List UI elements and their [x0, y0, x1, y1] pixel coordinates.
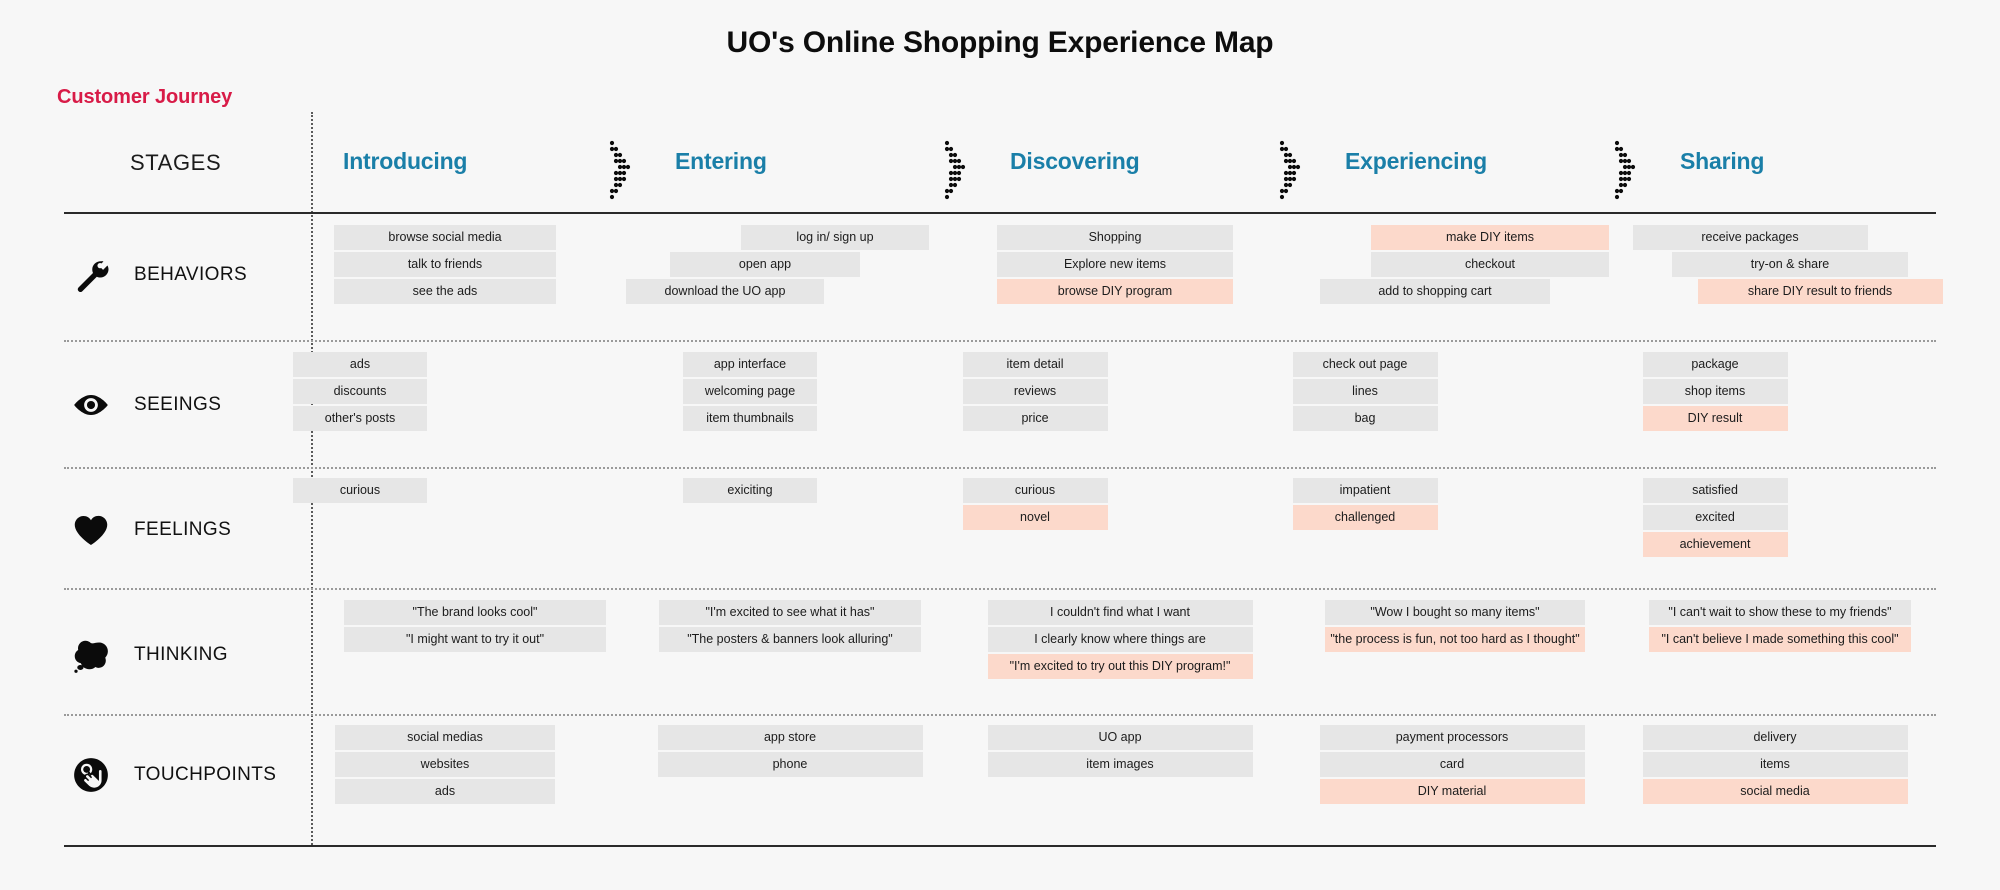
stage-header-introducing[interactable]: Introducing	[343, 148, 468, 174]
journey-card[interactable]: receive packages	[1632, 225, 1868, 250]
journey-card[interactable]: challenged	[1292, 505, 1438, 530]
journey-card[interactable]: browse DIY program	[997, 279, 1233, 304]
stage-header-sharing[interactable]: Sharing	[1680, 148, 1765, 174]
journey-card[interactable]: discounts	[293, 379, 427, 404]
journey-card[interactable]: "the process is fun, not too hard as I t…	[1325, 627, 1585, 652]
journey-card[interactable]: Explore new items	[997, 252, 1233, 277]
journey-card[interactable]: reviews	[962, 379, 1108, 404]
journey-card[interactable]: I couldn't find what I want	[987, 600, 1253, 625]
stage-header-entering[interactable]: Entering	[675, 148, 767, 174]
journey-card[interactable]: bag	[1292, 406, 1438, 431]
row-divider	[64, 588, 1936, 590]
journey-card[interactable]: excited	[1642, 505, 1788, 530]
journey-card[interactable]: items	[1642, 752, 1908, 777]
journey-card[interactable]: "I'm excited to try out this DIY program…	[987, 654, 1253, 679]
customer-journey-label: Customer Journey	[57, 86, 233, 108]
journey-card[interactable]: app interface	[683, 352, 817, 377]
row-label-text: FEELINGS	[134, 519, 232, 540]
row-divider	[64, 212, 1936, 214]
row-label-seeings: SEEINGS	[70, 382, 221, 428]
stage-arrow-icon	[607, 140, 633, 202]
journey-card[interactable]: "The posters & banners look alluring"	[659, 627, 921, 652]
journey-card[interactable]: UO app	[987, 725, 1253, 750]
journey-card[interactable]: social medias	[335, 725, 555, 750]
journey-card[interactable]: DIY material	[1319, 779, 1585, 804]
row-label-thinking: THINKING	[70, 632, 228, 678]
eye-icon	[70, 384, 112, 426]
row-label-touchpoints: TOUCHPOINTS	[70, 752, 276, 798]
row-divider	[64, 467, 1936, 469]
journey-card[interactable]: Shopping	[997, 225, 1233, 250]
journey-card[interactable]: shop items	[1642, 379, 1788, 404]
journey-card[interactable]: DIY result	[1642, 406, 1788, 431]
journey-card[interactable]: add to shopping cart	[1320, 279, 1550, 304]
journey-card[interactable]: lines	[1292, 379, 1438, 404]
journey-card[interactable]: make DIY items	[1371, 225, 1609, 250]
journey-card[interactable]: browse social media	[334, 225, 556, 250]
row-label-text: THINKING	[134, 644, 228, 665]
journey-card[interactable]: welcoming page	[683, 379, 817, 404]
stage-arrow-icon	[1277, 140, 1303, 202]
journey-card[interactable]: item images	[987, 752, 1253, 777]
journey-card[interactable]: price	[962, 406, 1108, 431]
row-divider	[64, 845, 1936, 847]
journey-card[interactable]: payment processors	[1319, 725, 1585, 750]
stage-header-experiencing[interactable]: Experiencing	[1345, 148, 1488, 174]
stages-label: STAGES	[130, 150, 222, 175]
row-label-feelings: FEELINGS	[70, 507, 231, 553]
row-divider	[64, 340, 1936, 342]
journey-card[interactable]: share DIY result to friends	[1697, 279, 1943, 304]
stage-arrow-icon	[1612, 140, 1638, 202]
journey-card[interactable]: exiciting	[683, 478, 817, 503]
journey-card[interactable]: delivery	[1642, 725, 1908, 750]
journey-card[interactable]: try-on & share	[1672, 252, 1908, 277]
journey-card[interactable]: talk to friends	[334, 252, 556, 277]
journey-card[interactable]: ads	[335, 779, 555, 804]
journey-card[interactable]: I clearly know where things are	[987, 627, 1253, 652]
row-label-text: BEHAVIORS	[134, 264, 248, 285]
stage-header-discovering[interactable]: Discovering	[1010, 148, 1140, 174]
journey-card[interactable]: impatient	[1292, 478, 1438, 503]
journey-card[interactable]: package	[1642, 352, 1788, 377]
journey-card[interactable]: satisfied	[1642, 478, 1788, 503]
journey-card[interactable]: card	[1319, 752, 1585, 777]
journey-card[interactable]: curious	[293, 478, 427, 503]
row-label-text: SEEINGS	[134, 394, 222, 415]
journey-card[interactable]: open app	[670, 252, 860, 277]
journey-card[interactable]: "I'm excited to see what it has"	[659, 600, 921, 625]
journey-card[interactable]: curious	[962, 478, 1108, 503]
journey-card[interactable]: "I might want to try it out"	[344, 627, 606, 652]
journey-card[interactable]: item thumbnails	[683, 406, 817, 431]
journey-card[interactable]: download the UO app	[626, 279, 824, 304]
journey-card[interactable]: item detail	[962, 352, 1108, 377]
stage-arrow-icon	[942, 140, 968, 202]
page-title: UO's Online Shopping Experience Map	[726, 26, 1274, 59]
journey-card[interactable]: "I can't believe I made something this c…	[1649, 627, 1911, 652]
row-divider	[64, 714, 1936, 716]
row-label-behaviors: BEHAVIORS	[70, 252, 247, 298]
journey-card[interactable]: "Wow I bought so many items"	[1325, 600, 1585, 625]
journey-card[interactable]: other's posts	[293, 406, 427, 431]
journey-card[interactable]: "I can't wait to show these to my friend…	[1649, 600, 1911, 625]
journey-card[interactable]: check out page	[1292, 352, 1438, 377]
hand-cursor-icon	[70, 754, 112, 796]
journey-card[interactable]: social media	[1642, 779, 1908, 804]
journey-card[interactable]: websites	[335, 752, 555, 777]
journey-card[interactable]: see the ads	[334, 279, 556, 304]
row-label-text: TOUCHPOINTS	[134, 764, 277, 785]
journey-card[interactable]: checkout	[1371, 252, 1609, 277]
wrench-icon	[70, 254, 112, 296]
journey-card[interactable]: "The brand looks cool"	[344, 600, 606, 625]
journey-card[interactable]: app store	[657, 725, 923, 750]
heart-icon	[70, 509, 112, 551]
journey-card[interactable]: phone	[657, 752, 923, 777]
journey-card[interactable]: novel	[962, 505, 1108, 530]
journey-card[interactable]: achievement	[1642, 532, 1788, 557]
journey-card[interactable]: log in/ sign up	[741, 225, 929, 250]
thought-bubble-icon	[70, 634, 112, 676]
journey-card[interactable]: ads	[293, 352, 427, 377]
